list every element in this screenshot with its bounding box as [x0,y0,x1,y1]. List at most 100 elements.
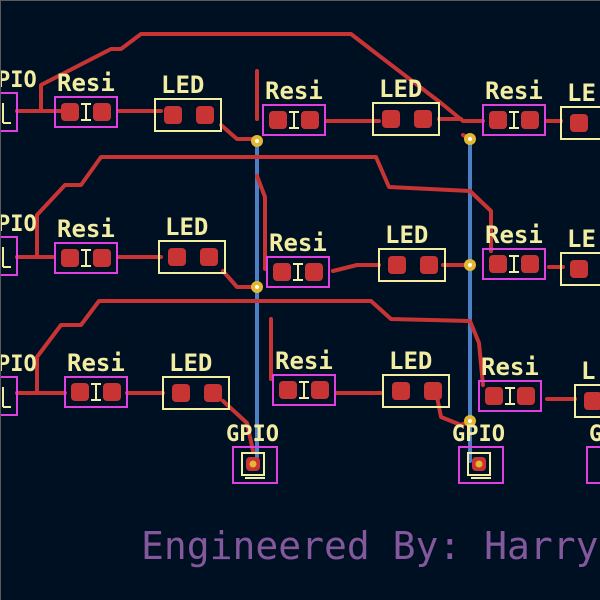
led-pad-anode[interactable] [172,384,190,402]
resistor-outline [54,242,118,274]
resistor-pad-1[interactable] [273,263,291,281]
resistor-footprint[interactable] [262,104,326,136]
resistor-footprint[interactable] [482,248,546,280]
resistor-pad-1[interactable] [489,111,507,129]
resistor-pad-1[interactable] [485,387,503,405]
led-footprint[interactable] [560,252,600,286]
led-pad-anode[interactable] [392,382,410,400]
led-footprint[interactable] [158,240,226,274]
via[interactable] [251,135,263,147]
via-drill [468,419,472,423]
resistor-outline [482,248,546,280]
resistor-pad-2[interactable] [517,387,535,405]
gpio-label: PIO [1,68,37,93]
via[interactable] [464,133,476,145]
top-trace-row2-res2-led2[interactable] [331,263,381,273]
resistor-outline [266,256,330,288]
led-label: L [581,357,595,385]
top-trace-row2-drop[interactable] [255,174,267,271]
resistor-footprint[interactable] [64,376,128,408]
led-pad-anode[interactable] [382,110,400,128]
led-footprint[interactable] [574,384,600,418]
led-footprint[interactable] [378,248,446,282]
top-trace-row2-bus[interactable] [35,155,493,259]
resistor-pad-2[interactable] [521,111,539,129]
resistor-pad-2[interactable] [311,381,329,399]
gpio-footprint-clipped[interactable] [1,376,18,416]
led-footprint[interactable] [382,374,450,408]
led-pad-anode[interactable] [584,392,600,410]
gpio-label: PIO [1,352,37,377]
via-drill [468,263,472,267]
led-label: LED [379,75,422,103]
resistor-outline [64,376,128,408]
led-footprint[interactable] [162,376,230,410]
resistor-pad-2[interactable] [521,255,539,273]
led-pad-cathode[interactable] [204,384,222,402]
led-pad-cathode[interactable] [424,382,442,400]
gpio-footprint-clipped[interactable] [586,446,600,484]
top-trace-row3-bus[interactable] [35,299,485,395]
resistor-pad-2[interactable] [93,103,111,121]
led-outline [162,376,230,410]
gpio-footprint-clipped[interactable] [1,236,18,276]
resistor-label: Resi [275,347,333,375]
gpio-footprint-clipped[interactable] [1,92,18,132]
led-pad-anode[interactable] [570,260,588,278]
resistor-footprint[interactable] [478,380,542,412]
led-pad-cathode[interactable] [200,248,218,266]
top-trace-row2-led-via[interactable] [221,269,259,289]
gpio-drill [249,460,257,468]
led-pad-anode[interactable] [388,256,406,274]
resistor-outline [272,374,336,406]
resistor-pad-2[interactable] [301,111,319,129]
resistor-pad-2[interactable] [93,249,111,267]
led-pad-cathode[interactable] [196,106,214,124]
led-label: LE [567,225,596,253]
gpio-footprint[interactable] [458,446,504,484]
via[interactable] [251,281,263,293]
led-footprint[interactable] [372,102,440,136]
resistor-footprint[interactable] [272,374,336,406]
resistor-footprint[interactable] [482,104,546,136]
via[interactable] [464,259,476,271]
gpio-footprint[interactable] [232,446,278,484]
resistor-pad-2[interactable] [305,263,323,281]
led-outline [560,252,600,286]
led-pad-cathode[interactable] [420,256,438,274]
led-label: LED [169,349,212,377]
resistor-footprint[interactable] [266,256,330,288]
resistor-outline [478,380,542,412]
via[interactable] [464,415,476,427]
resistor-footprint[interactable] [54,242,118,274]
resistor-pad-1[interactable] [61,249,79,267]
resistor-pad-2[interactable] [103,383,121,401]
resistor-pad-1[interactable] [489,255,507,273]
gpio-outline [232,446,278,484]
led-pad-anode[interactable] [164,106,182,124]
pads-layer [61,103,600,471]
resistor-outline [54,96,118,128]
gpio-outline [1,236,18,276]
led-label: LE [567,79,596,107]
top-trace-row1-led-via[interactable] [219,123,259,141]
resistor-pad-1[interactable] [279,381,297,399]
via-drill [468,137,472,141]
led-footprint[interactable] [560,106,600,140]
gpio-outline [458,446,504,484]
resistor-pad-1[interactable] [71,383,89,401]
resistor-outline [482,104,546,136]
led-pad-anode[interactable] [168,248,186,266]
led-label: LED [389,347,432,375]
resistor-pad-1[interactable] [269,111,287,129]
top-trace-row3-led-gpio[interactable] [221,399,255,453]
led-pad-anode[interactable] [570,114,588,132]
resistor-footprint[interactable] [54,96,118,128]
resistor-pad-1[interactable] [61,103,79,121]
led-pad-cathode[interactable] [414,110,432,128]
resistor-outline [262,104,326,136]
led-footprint[interactable] [154,98,222,132]
top-trace-row1-bus[interactable] [39,32,485,123]
